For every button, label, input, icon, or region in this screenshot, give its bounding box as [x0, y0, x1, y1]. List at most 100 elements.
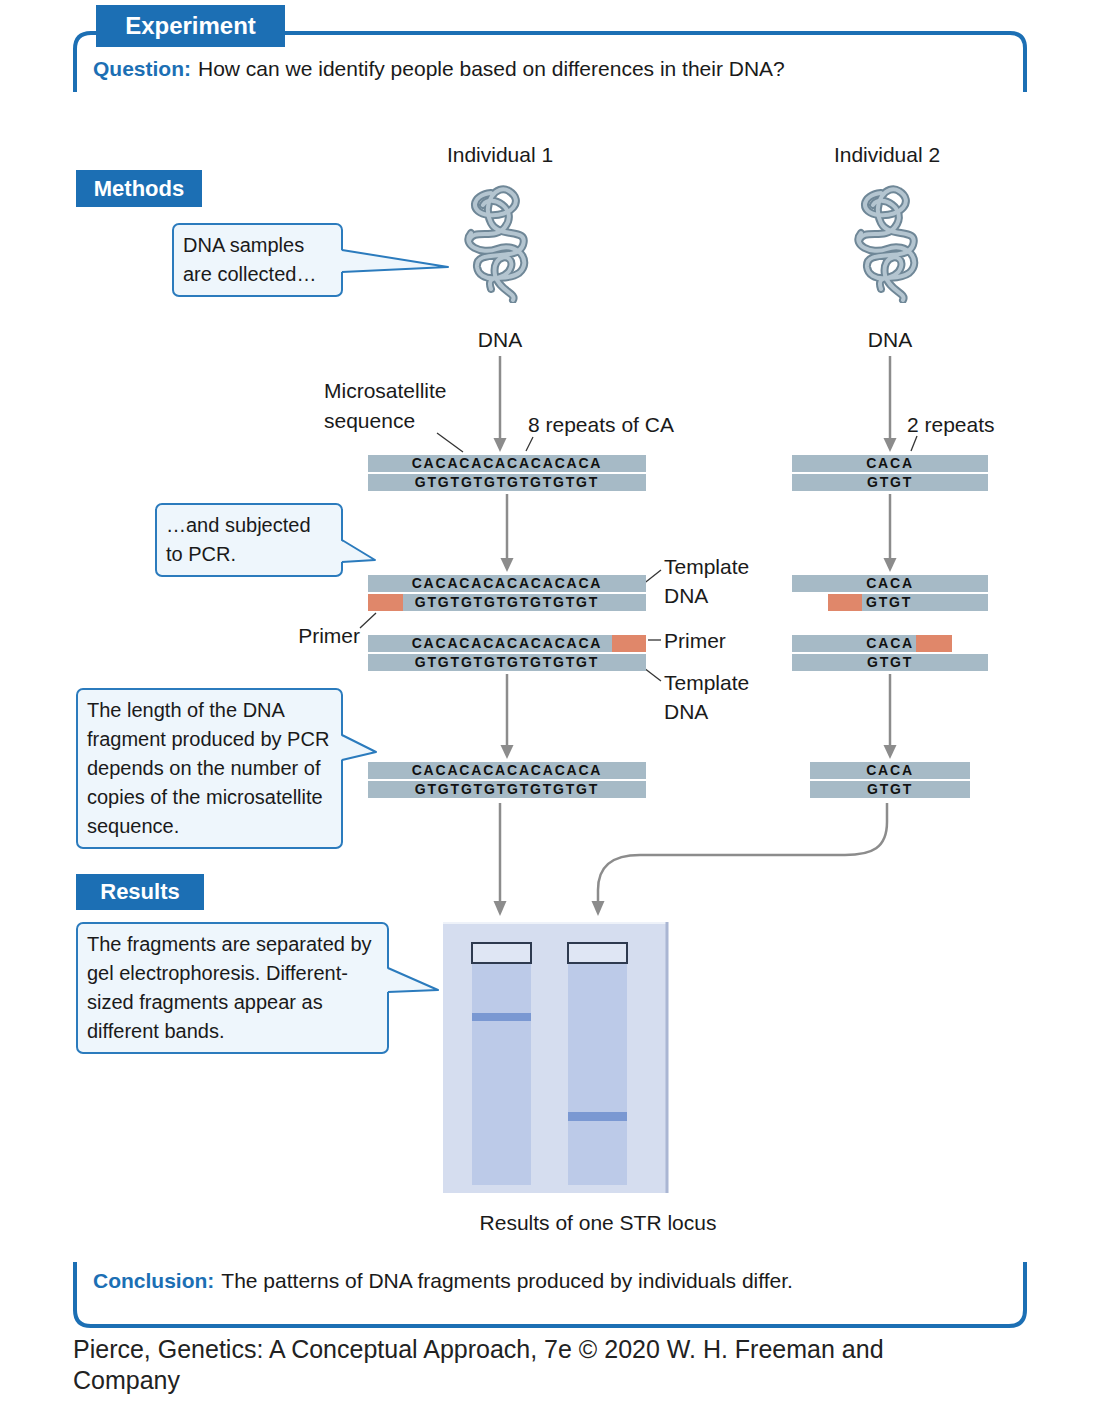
dna-sample: DNA [845, 183, 935, 353]
callout-tail-fill [386, 968, 438, 992]
arrow-head [494, 438, 507, 452]
sequence-text: CACACACACACACACA [412, 455, 603, 472]
primer-segment [916, 635, 952, 652]
section-title: Results [100, 879, 179, 905]
arrow-shaft [889, 674, 892, 747]
flow-arrow [494, 356, 507, 452]
gel-band [472, 1013, 531, 1021]
dna-illustration [851, 183, 929, 303]
node-text: DNA [868, 327, 912, 353]
node-text: DNA samples are collected… [183, 231, 332, 289]
sequence-text: CACA [866, 635, 914, 652]
primer-segment [612, 635, 646, 652]
dna-strand-band: GTGTGTGTGTGTGTGT [368, 781, 646, 798]
callout-tail-fill [340, 735, 376, 760]
question-line: Question:How can we identify people base… [93, 55, 785, 83]
callout-tail-outline [342, 540, 375, 562]
part-label: Template DNA [664, 668, 776, 726]
node-text: The fragments are separated by gel elect… [87, 930, 378, 1046]
experiment-frame [75, 33, 1025, 1326]
dna-strand-band: CACACACACACACACA [368, 575, 646, 592]
part-label: Microsatellite sequence [324, 376, 474, 436]
arrow-shaft [499, 803, 502, 902]
question-text: How can we identify people based on diff… [198, 55, 785, 83]
part-label: Template DNA [664, 552, 776, 610]
part-label: 8 repeats of CA [528, 410, 728, 439]
conclusion-lead: Conclusion: [93, 1267, 214, 1295]
dna-strand-band: GTGTGTGTGTGTGTGT [368, 594, 646, 611]
arrow-head [884, 438, 897, 452]
dna-strand-band: GTGTGTGTGTGTGTGT [368, 474, 646, 491]
dna-strand [468, 233, 524, 289]
arrow-head [884, 745, 897, 759]
sequence-text: GTGTGTGTGTGTGTGT [415, 474, 599, 491]
arrow-head [501, 745, 514, 759]
figure-caption: Pierce, Genetics: A Conceptual Approach,… [73, 1334, 933, 1396]
sequence-text: GTGT [867, 781, 913, 798]
sequence-text: GTGT [867, 654, 913, 671]
dna-sample: DNA [455, 183, 545, 353]
individual-label: Individual 2 [817, 140, 957, 169]
conclusion-text: The patterns of DNA fragments produced b… [221, 1267, 793, 1295]
dna-strand-band: CACACACACACACACA [368, 762, 646, 779]
dna-strand-band: GTGT [862, 594, 988, 611]
flow-arrow [884, 674, 897, 759]
callout-tail [340, 735, 376, 760]
sequence-text: GTGTGTGTGTGTGTGT [415, 594, 599, 611]
leader-line [360, 613, 376, 628]
sequence-text: GTGT [867, 474, 913, 491]
gel [443, 922, 668, 1193]
sequence-text: CACA [866, 575, 914, 592]
gel-edge [443, 922, 668, 924]
arrow-shaft [499, 356, 502, 440]
dna-strand-band: GTGT [810, 781, 970, 798]
dna-strand-band: CACA [792, 575, 988, 592]
arrow-head [494, 901, 507, 916]
part-label: 2 repeats [907, 410, 1037, 439]
dna-strand [469, 201, 509, 241]
experiment-heading: Experiment [96, 5, 285, 47]
callout-tail-fill [340, 540, 375, 562]
callout-box: The fragments are separated by gel elect… [76, 922, 389, 1054]
dna-strand-band: GTGTGTGTGTGTGTGT [368, 654, 646, 671]
gel-band [568, 1112, 627, 1121]
section-tab: Methods [76, 170, 202, 207]
gel-well [472, 943, 531, 963]
leader-line [644, 668, 661, 681]
section-title: Methods [94, 176, 184, 202]
arrow-shaft [889, 494, 892, 560]
sequence-text: CACACACACACACACA [412, 762, 603, 779]
dna-strand-band: GTGT [792, 654, 988, 671]
callout-box: The length of the DNA fragment produced … [76, 688, 343, 849]
section-tab: Results [76, 874, 204, 910]
callout-tail [340, 540, 375, 562]
question-lead: Question: [93, 55, 191, 83]
dna-strand-band: CACA [792, 635, 916, 652]
gel-lane [568, 963, 627, 1185]
dna-strand [858, 233, 914, 289]
flow-arrow [884, 494, 897, 572]
callout-tail [340, 250, 448, 272]
part-label: Primer [664, 626, 754, 655]
dna-strand-band: CACACACACACACACA [368, 455, 646, 472]
conclusion-line: Conclusion:The patterns of DNA fragments… [93, 1267, 793, 1295]
sequence-text: CACA [866, 455, 914, 472]
gel-arrows [494, 803, 888, 916]
dna-strand-band: CACACACACACACACA [368, 635, 646, 652]
dna-strand-band: CACA [792, 455, 988, 472]
callout-box: DNA samples are collected… [172, 223, 343, 297]
flow-arrow [884, 356, 897, 452]
callout-box: …and subjected to PCR. [155, 503, 343, 577]
callout-tail-outline [342, 735, 376, 760]
sequence-text: CACACACACACACACA [412, 575, 603, 592]
dna-strand-band: GTGT [792, 474, 988, 491]
leader-line [437, 433, 463, 452]
dna-strand-band: CACA [810, 762, 970, 779]
sequence-text: GTGTGTGTGTGTGTGT [415, 654, 599, 671]
node-text: …and subjected to PCR. [166, 511, 332, 569]
dna-illustration [461, 183, 539, 303]
sequence-text: CACA [866, 762, 914, 779]
callout-tail-outline [388, 968, 438, 992]
primer-segment [368, 594, 403, 611]
